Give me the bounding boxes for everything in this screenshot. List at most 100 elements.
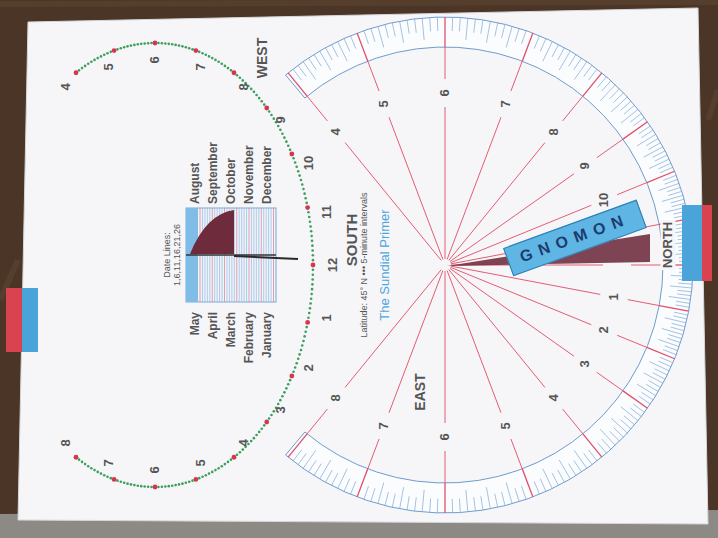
hour-line xyxy=(563,409,583,434)
time-dot xyxy=(309,302,312,305)
ring-tick xyxy=(392,494,395,508)
hour-number: 5 xyxy=(101,63,116,70)
time-dot xyxy=(198,51,201,54)
time-dot xyxy=(143,42,146,45)
time-dot xyxy=(227,67,230,70)
ring-tick xyxy=(649,380,661,387)
ring-tick xyxy=(630,408,641,417)
time-dot xyxy=(103,474,106,477)
ring-tick xyxy=(644,373,663,383)
ring-tick xyxy=(647,171,675,182)
hour-number: 7 xyxy=(377,422,392,429)
noon-axis xyxy=(186,254,276,256)
hour-line xyxy=(511,61,522,91)
time-dot xyxy=(302,188,305,191)
time-dot xyxy=(236,74,239,77)
time-dot xyxy=(204,53,207,56)
time-dot xyxy=(283,136,286,139)
month-label: December xyxy=(261,146,275,204)
time-dot xyxy=(193,48,198,53)
time-dot xyxy=(161,42,164,45)
ring-tick xyxy=(314,464,321,476)
time-dot xyxy=(93,469,96,472)
ring-tick xyxy=(574,460,582,472)
ring-tick xyxy=(558,48,565,60)
ring-tick xyxy=(522,486,527,499)
ring-tick xyxy=(543,41,553,61)
time-dot xyxy=(283,391,286,394)
time-dot xyxy=(298,353,301,356)
time-dot xyxy=(258,431,261,434)
hour-line xyxy=(617,335,647,347)
time-dot xyxy=(239,451,242,454)
ring-tick xyxy=(597,77,606,88)
time-dot xyxy=(84,65,87,68)
time-dot xyxy=(103,53,106,56)
hour-line xyxy=(445,107,446,259)
hour-number: 1 xyxy=(319,314,334,321)
ring-tick xyxy=(583,434,602,457)
hour-number: 7 xyxy=(101,459,116,466)
time-dot xyxy=(300,349,303,352)
ring-tick xyxy=(515,28,519,41)
time-dot xyxy=(268,110,271,113)
time-dot xyxy=(258,97,261,100)
hour-number: 7 xyxy=(194,63,209,70)
ring-tick xyxy=(649,159,669,168)
time-dot xyxy=(268,417,271,420)
ring-tick xyxy=(481,20,483,34)
time-dot xyxy=(214,469,217,472)
ring-tick xyxy=(588,69,597,80)
ring-tick xyxy=(673,316,687,319)
hour-number: 8 xyxy=(59,439,74,446)
ring-tick xyxy=(676,305,690,307)
month-label: March xyxy=(225,312,239,347)
date-note: Date Lines: 1,6,11,16,21,26 xyxy=(162,219,183,291)
time-dot xyxy=(287,383,290,386)
ring-tick xyxy=(658,361,671,367)
ring-tick xyxy=(676,301,690,303)
scale-note: Latitude: 45° N ••• 5-minute intervals xyxy=(359,192,369,337)
time-dot xyxy=(130,483,133,486)
time-dot xyxy=(220,465,223,468)
time-dot xyxy=(305,320,310,325)
hour-line xyxy=(451,267,592,324)
hour-number: 11 xyxy=(319,205,334,219)
ring-tick xyxy=(344,479,350,492)
ring-tick xyxy=(641,130,653,138)
time-dot xyxy=(87,62,90,65)
ring-tick xyxy=(466,18,468,40)
ring-tick xyxy=(540,479,546,492)
hour-number: 4 xyxy=(59,84,74,91)
time-dot xyxy=(236,453,239,456)
hour-number: 5 xyxy=(498,422,513,429)
ring-tick xyxy=(653,151,665,157)
hour-number: 2 xyxy=(597,326,612,333)
time-dot xyxy=(96,471,99,474)
stick-gnomon xyxy=(190,210,234,254)
time-dot xyxy=(232,455,237,460)
ring-tick xyxy=(649,362,669,371)
ring-tick xyxy=(422,18,424,40)
time-dot xyxy=(289,149,292,152)
hour-line xyxy=(307,96,327,121)
time-dot xyxy=(301,183,304,186)
ring-tick xyxy=(320,460,331,479)
ring-tick xyxy=(669,296,691,299)
hour-number: 6 xyxy=(438,433,453,440)
time-dot xyxy=(181,482,184,485)
time-dot xyxy=(310,293,313,296)
time-dot xyxy=(224,65,227,68)
time-dot xyxy=(150,486,153,489)
month-label: November xyxy=(243,145,257,204)
hour-number: 10 xyxy=(597,193,612,207)
ring-tick xyxy=(574,450,587,468)
ring-tick xyxy=(584,453,592,464)
ring-tick xyxy=(437,17,438,31)
ring-tick xyxy=(502,492,505,506)
ring-tick xyxy=(303,450,316,468)
ring-tick xyxy=(371,488,375,501)
time-dot xyxy=(211,471,214,474)
